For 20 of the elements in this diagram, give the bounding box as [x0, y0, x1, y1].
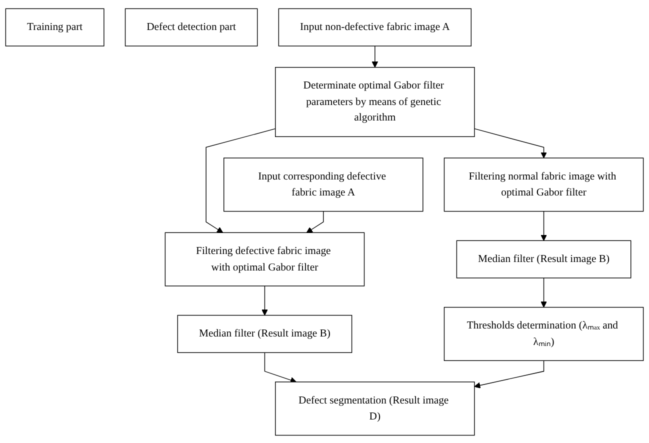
node-box: Filtering defective fabric image with optimal Gabor filter: [164, 232, 365, 286]
arrow: [372, 45, 378, 68]
node-box: Defect segmentation (Result image D): [275, 381, 475, 436]
node-box: Defect detection part: [124, 8, 258, 46]
node-box: Training part: [5, 8, 104, 46]
node-box: Input non-defective fabric image A: [278, 8, 472, 46]
node-box: Thresholds determination (λₘₐₓ and λₘᵢₙ): [444, 306, 644, 360]
node-box: Input corresponding defective fabric image A: [224, 157, 424, 212]
arrow: [540, 277, 547, 308]
node-box: Determinate optimal Gabor filter parameters by means of genetic algorithm: [275, 66, 475, 137]
arrow: [262, 285, 268, 316]
arrow: [206, 128, 276, 232]
node-box: Median filter (Result image B): [456, 240, 632, 278]
arrow: [306, 210, 324, 232]
arrow: [264, 352, 296, 383]
arrow: [540, 210, 547, 240]
node-box: Median filter (Result image B): [177, 314, 352, 352]
arrow: [474, 360, 544, 388]
arrow: [474, 128, 547, 158]
node-box: Filtering normal fabric image with optimal Gabor filter: [444, 157, 644, 212]
